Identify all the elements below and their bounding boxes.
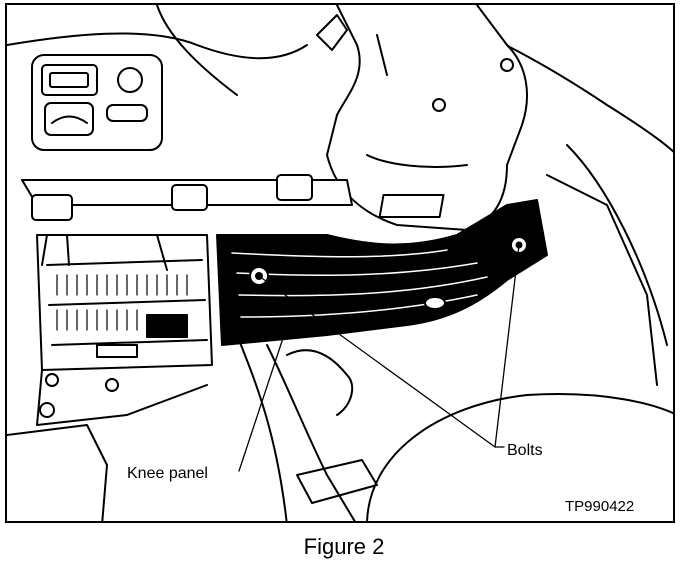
steering-column bbox=[316, 5, 528, 231]
switch-panel bbox=[31, 54, 163, 151]
bolts-label: Bolts bbox=[507, 442, 543, 459]
knee-panel-part bbox=[216, 199, 548, 346]
floor-line-1 bbox=[236, 334, 288, 521]
dashboard-line-drawing bbox=[7, 5, 673, 521]
fuse-block bbox=[21, 174, 353, 426]
dash-contour bbox=[156, 5, 238, 96]
console-edge bbox=[546, 174, 658, 386]
knee-panel-label: Knee panel bbox=[127, 465, 208, 482]
lower-trim bbox=[7, 424, 108, 521]
dash-upper-edge bbox=[7, 32, 308, 60]
leader-lines bbox=[238, 244, 520, 472]
floor-line-2 bbox=[266, 344, 356, 521]
figure-code: TP990422 bbox=[565, 498, 635, 515]
figure-caption: Figure 2 bbox=[303, 534, 385, 559]
steering-wheel-rim bbox=[366, 393, 673, 521]
figure-frame: Knee panel Bolts TP990422 bbox=[5, 3, 675, 523]
console-edge-outer bbox=[566, 144, 668, 346]
pedal-arm bbox=[286, 349, 354, 416]
pedal bbox=[296, 459, 378, 504]
